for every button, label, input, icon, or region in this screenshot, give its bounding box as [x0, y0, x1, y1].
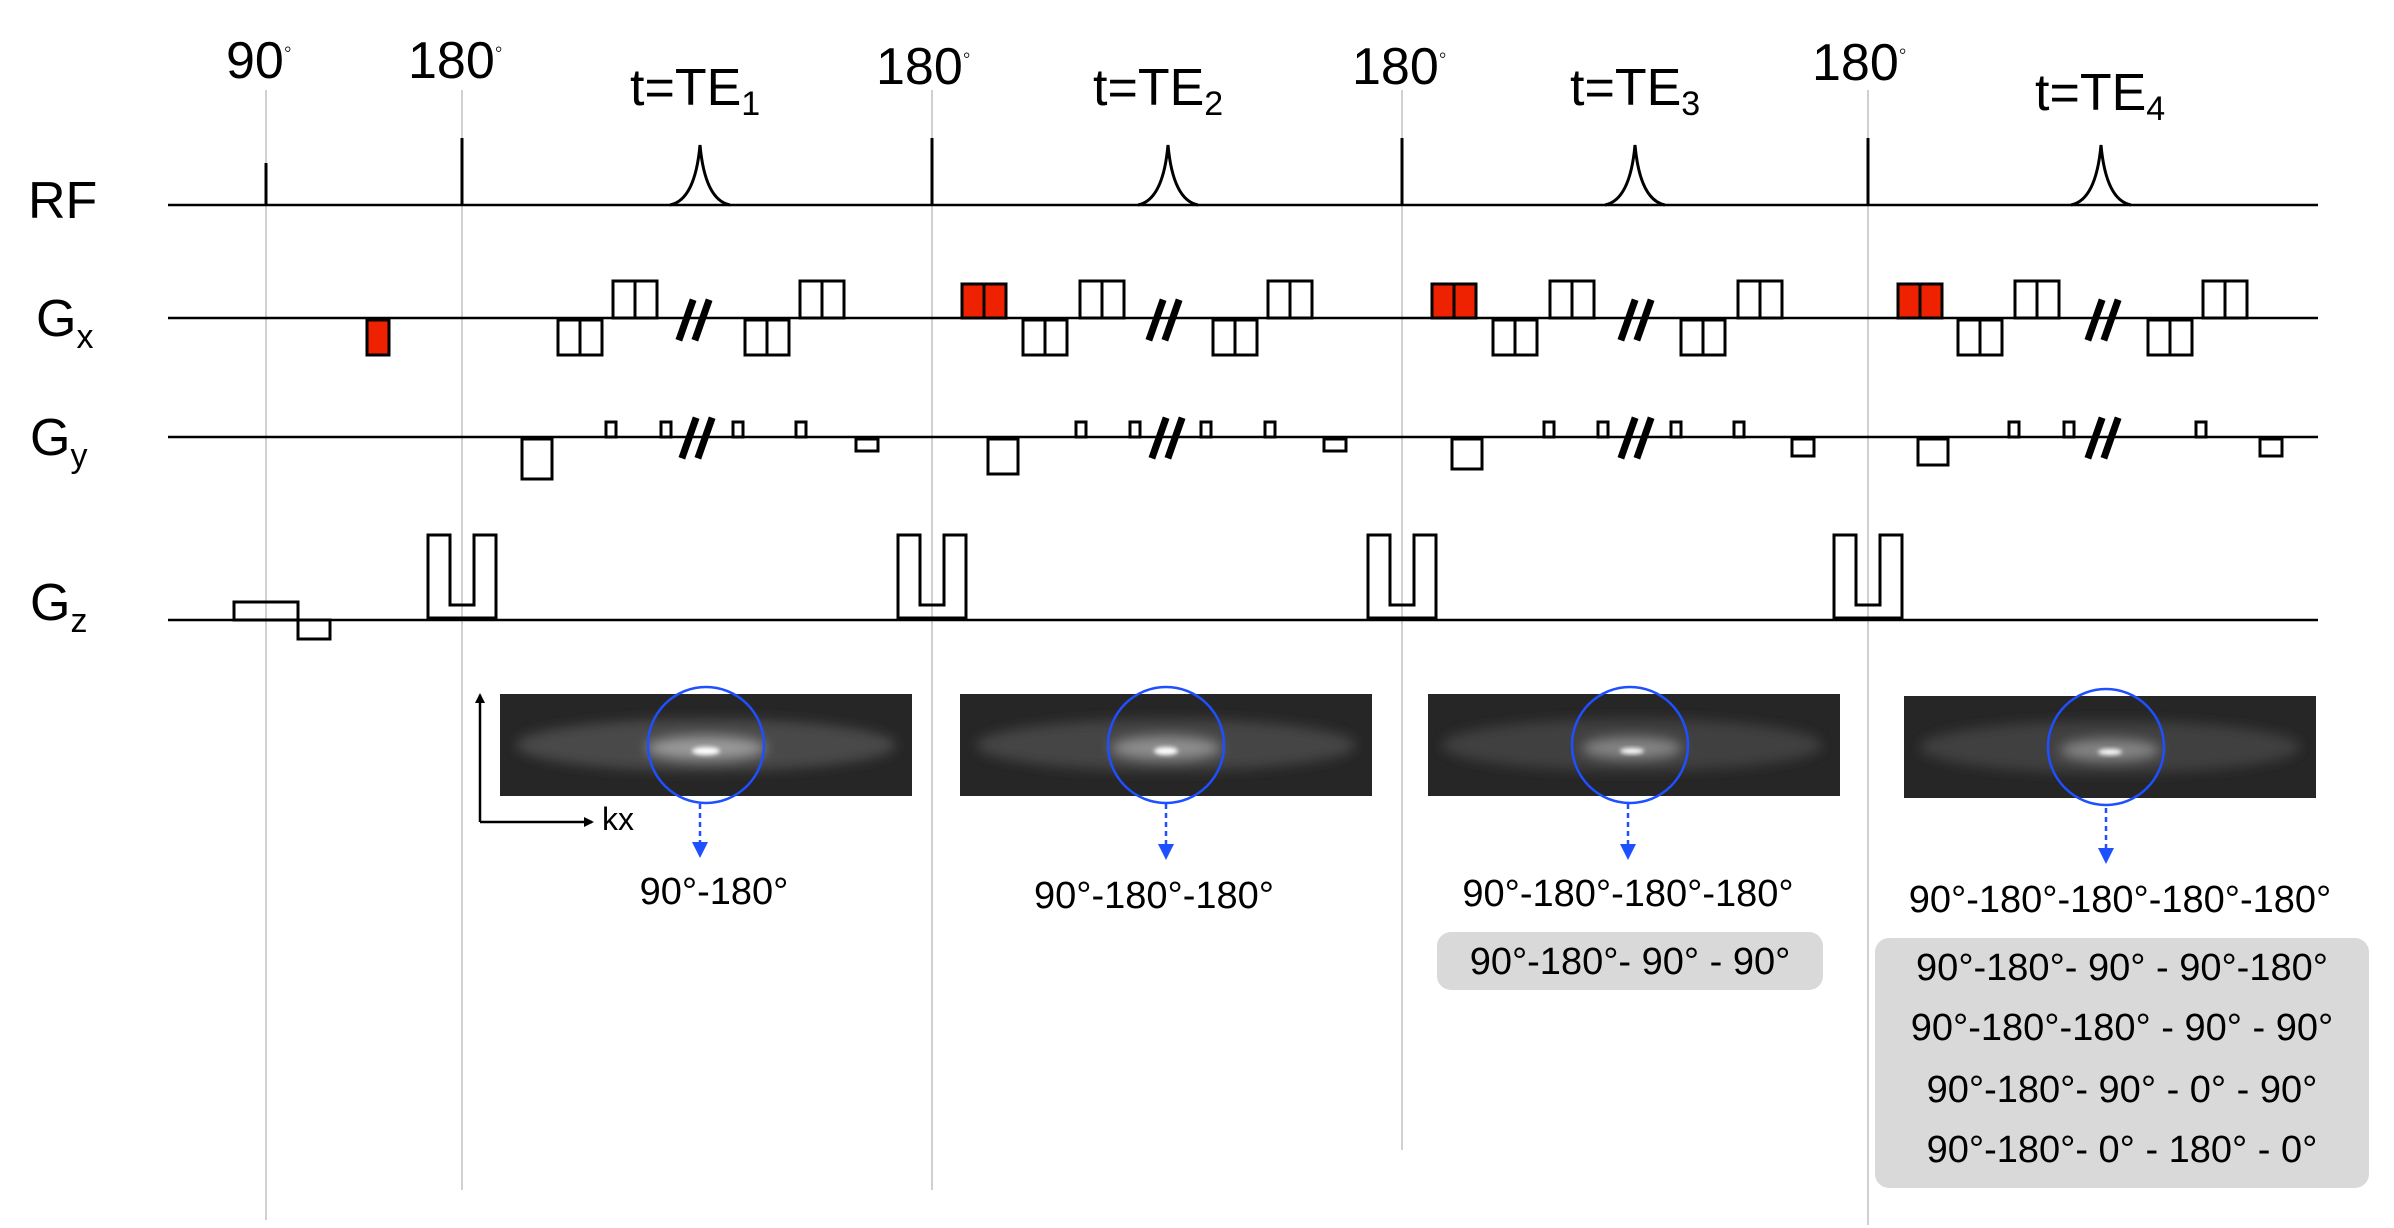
- gy-blip: [1263, 420, 1277, 439]
- pulse-label-180-3: 180◦: [1352, 38, 1447, 96]
- pathway-te4-alt-1: 90°-180°- 90° - 90°-180°: [1916, 947, 2328, 989]
- break-symbol: [678, 416, 716, 460]
- gz-slice-select: [232, 600, 300, 622]
- kspace-center-circle: [646, 685, 766, 805]
- gx-channel: [365, 279, 2249, 357]
- kspace-panel-1: [500, 685, 912, 858]
- gz-channel: [232, 533, 1904, 641]
- gy-phase-encode: [1450, 437, 1484, 471]
- echo-label-te3: t=TE3: [1570, 59, 1700, 123]
- gy-blip: [2007, 420, 2021, 439]
- pathway-te2-main: 90°-180°-180°: [1034, 875, 1274, 917]
- rf-echo-2: [1137, 144, 1199, 207]
- gy-rewinder: [1790, 437, 1816, 458]
- baselines: [168, 203, 2318, 622]
- pathway-te4-alt-4: 90°-180°- 0° - 180° - 0°: [1927, 1129, 2318, 1171]
- break-symbol: [2084, 416, 2122, 460]
- kspace-center-circle: [1570, 685, 1690, 805]
- channel-label-gy: Gy: [30, 409, 87, 475]
- echo-label-te1: t=TE1: [630, 59, 760, 123]
- gz-crusher-pair: [1366, 533, 1438, 620]
- gy-rewinder: [854, 437, 880, 453]
- break-symbol: [1617, 416, 1655, 460]
- kspace-panel-3: [1428, 685, 1840, 860]
- pathway-te3-alt-1: 90°-180°- 90° - 90°: [1470, 941, 1791, 983]
- rf-echo-3: [1604, 144, 1666, 207]
- pulse-label-180-4: 180◦: [1812, 34, 1907, 92]
- gy-blip: [731, 420, 745, 439]
- rf-echo-4: [2070, 144, 2132, 207]
- pathway-te4-main: 90°-180°-180°-180°-180°: [1909, 879, 2331, 921]
- pathway-highlight-box-4: [1875, 938, 2369, 1188]
- pathway-te4-alt-3: 90°-180°- 90° - 0° - 90°: [1927, 1069, 2318, 1111]
- gy-rewinder: [1322, 437, 1348, 453]
- gy-blip: [659, 420, 673, 439]
- pathway-highlight-box-3: [1437, 932, 1823, 990]
- break-symbol: [675, 298, 713, 342]
- coherence-pathways: 90°-180° 90°-180°-180° 90°-180°-180°-180…: [640, 871, 2334, 1171]
- gz-crusher-pair: [1832, 533, 1904, 620]
- channel-label-gz: Gz: [30, 574, 87, 640]
- kspace-center-circle: [1106, 685, 1226, 805]
- kspace-panel-4: [1904, 687, 2316, 864]
- pulse-labels: 90◦ 180◦ 180◦ 180◦ 180◦: [226, 32, 1907, 96]
- echo-labels: t=TE1 t=TE2 t=TE3 t=TE4: [630, 59, 2165, 128]
- channel-label-rf: RF: [28, 172, 97, 230]
- gy-blip: [1732, 420, 1746, 439]
- gy-blip: [1199, 420, 1213, 439]
- gy-blip: [1074, 420, 1088, 439]
- pulse-label-180-1: 180◦: [408, 32, 503, 90]
- gy-blip: [1542, 420, 1556, 439]
- gy-blip: [2062, 420, 2076, 439]
- gy-channel: [520, 420, 2284, 481]
- gz-crusher-pair: [426, 533, 498, 620]
- gz-crusher-pair: [896, 533, 968, 620]
- gy-phase-encode: [986, 437, 1020, 476]
- break-symbol: [2084, 298, 2122, 342]
- gy-blip: [1596, 420, 1610, 439]
- gy-phase-encode: [520, 437, 554, 481]
- kspace-panel-2: [960, 685, 1372, 860]
- kspace-center-circle: [2046, 687, 2166, 807]
- channel-labels: RF Gx Gy Gz: [28, 172, 97, 640]
- pathway-te3-main: 90°-180°-180°-180°: [1462, 873, 1793, 915]
- rf-echo-1: [669, 144, 731, 207]
- break-symbol: [1145, 298, 1183, 342]
- gy-blip: [1669, 420, 1683, 439]
- pathway-te4-alt-2: 90°-180°-180° - 90° - 90°: [1911, 1007, 2333, 1049]
- break-symbols: [675, 298, 2122, 460]
- gy-blip: [794, 420, 808, 439]
- pathway-te1-main: 90°-180°: [640, 871, 789, 913]
- gy-phase-encode: [1916, 437, 1950, 467]
- kspace-kx-label: kx: [602, 801, 634, 837]
- gy-blip: [1128, 420, 1142, 439]
- echo-label-te4: t=TE4: [2035, 64, 2165, 128]
- echo-label-te2: t=TE2: [1093, 59, 1223, 123]
- channel-label-gx: Gx: [36, 290, 93, 356]
- gy-blip: [2194, 420, 2208, 439]
- break-symbol: [1617, 298, 1655, 342]
- pulse-label-180-2: 180◦: [876, 38, 971, 96]
- kspace-axes: kx: [475, 693, 634, 837]
- gx-crusher-red-1: [365, 318, 391, 357]
- pulse-label-90: 90◦: [226, 32, 292, 90]
- break-symbol: [1148, 416, 1186, 460]
- guide-lines: [265, 90, 1869, 1225]
- gz-slice-rewind: [296, 618, 332, 641]
- gy-rewinder: [2258, 437, 2284, 458]
- gy-blip: [604, 420, 618, 439]
- rf-channel: [264, 138, 2132, 207]
